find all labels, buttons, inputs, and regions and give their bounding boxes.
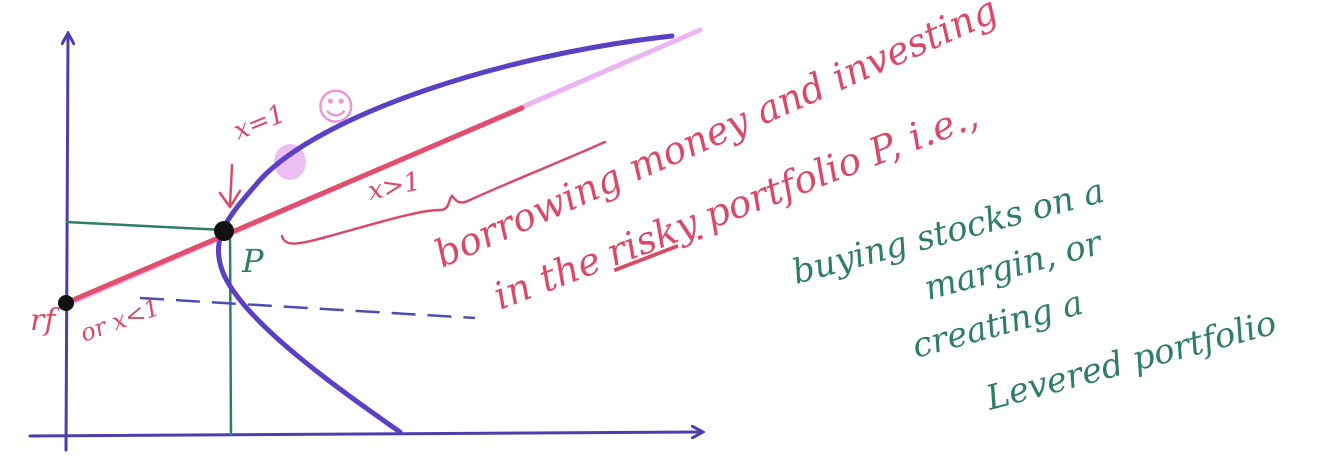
rf-label: rf	[30, 303, 60, 338]
tangency-point-p	[214, 221, 234, 241]
y-axis	[66, 38, 68, 452]
curly-brace	[280, 140, 607, 245]
rf-dashed-line	[139, 296, 476, 320]
annotation-red: borrowing money and investing in therisk…	[428, 0, 1004, 318]
annotation-red-prefix: in the	[487, 238, 606, 319]
x-eq-1-label: x=1	[229, 99, 289, 147]
capital-allocation-line	[63, 105, 525, 306]
guide-horizontal	[65, 220, 225, 232]
efficient-frontier	[215, 33, 675, 435]
risk-free-point	[58, 295, 74, 311]
smiley-face: ☺	[316, 85, 356, 129]
tangent-highlight	[274, 144, 306, 180]
x-axis	[28, 432, 698, 436]
p-label: P	[241, 242, 264, 280]
x-lt-1-label: or x<1	[76, 293, 163, 348]
annotation-green: buying stocks on a margin, or creating a…	[788, 171, 1281, 419]
annotation-red-risky: risky	[600, 200, 704, 275]
pointer-arrow	[218, 163, 242, 209]
guide-vertical	[228, 231, 233, 437]
